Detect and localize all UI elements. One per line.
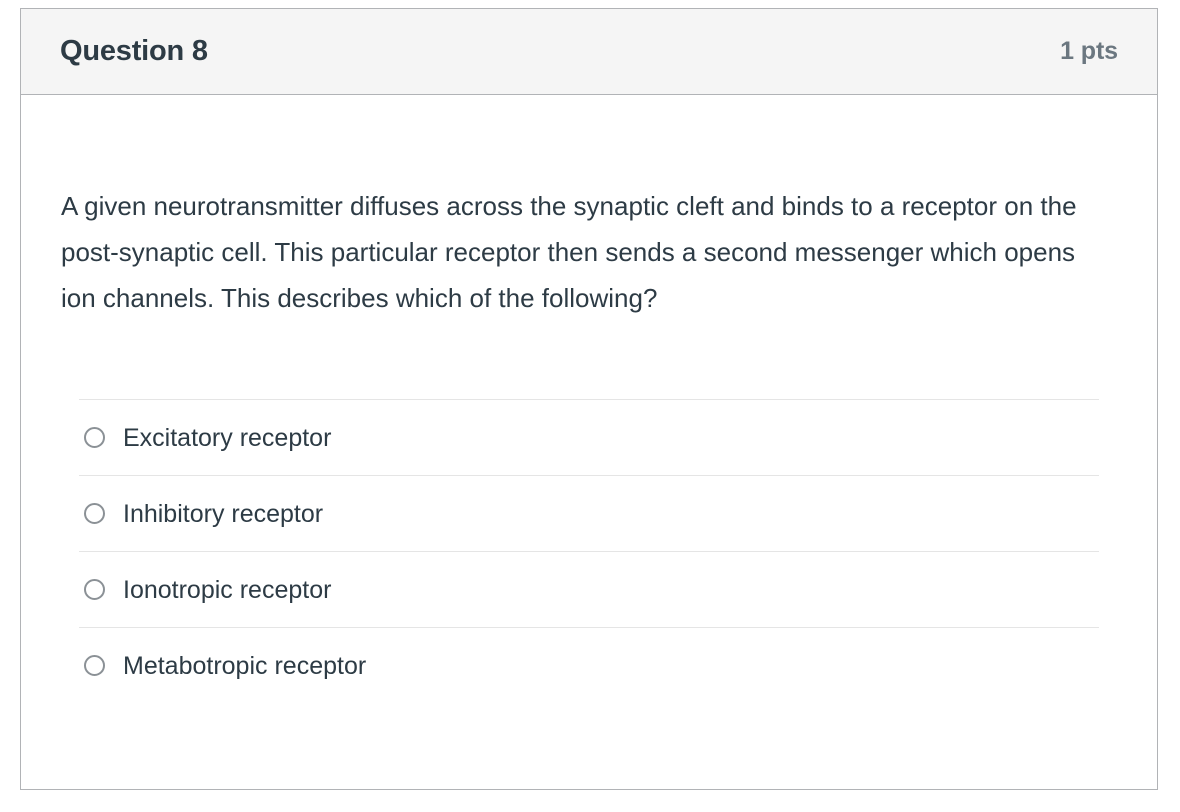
answer-option-excitatory-receptor[interactable]: Excitatory receptor	[79, 399, 1099, 475]
answer-option-ionotropic-receptor[interactable]: Ionotropic receptor	[79, 551, 1099, 627]
radio-button-icon[interactable]	[84, 655, 105, 676]
question-points: 1 pts	[1060, 37, 1118, 65]
question-body: A given neurotransmitter diffuses across…	[21, 95, 1157, 703]
answer-options-list: Excitatory receptor Inhibitory receptor …	[61, 399, 1117, 703]
radio-button-icon[interactable]	[84, 427, 105, 448]
answer-option-label: Metabotropic receptor	[123, 651, 367, 680]
question-header: Question 8 1 pts	[21, 9, 1157, 95]
answer-option-metabotropic-receptor[interactable]: Metabotropic receptor	[79, 627, 1099, 703]
radio-button-icon[interactable]	[84, 503, 105, 524]
answer-option-label: Ionotropic receptor	[123, 575, 332, 604]
answer-option-inhibitory-receptor[interactable]: Inhibitory receptor	[79, 475, 1099, 551]
question-card: Question 8 1 pts A given neurotransmitte…	[20, 8, 1158, 790]
answer-option-label: Excitatory receptor	[123, 423, 332, 452]
question-title: Question 8	[60, 35, 208, 67]
answer-option-label: Inhibitory receptor	[123, 499, 324, 528]
radio-button-icon[interactable]	[84, 579, 105, 600]
question-prompt-text: A given neurotransmitter diffuses across…	[61, 191, 1077, 313]
